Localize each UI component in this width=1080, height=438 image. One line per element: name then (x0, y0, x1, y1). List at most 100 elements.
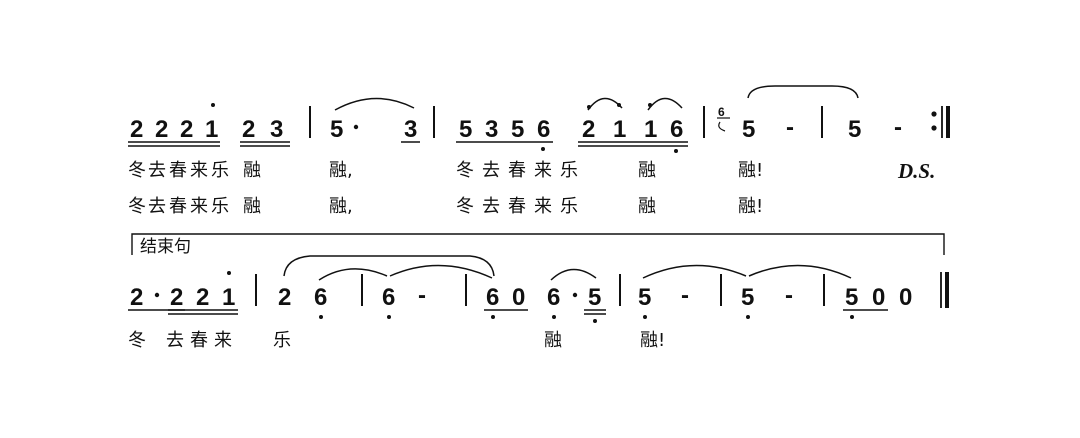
lyric: 春 (169, 160, 187, 181)
tie (334, 97, 415, 111)
lyric: 融, (329, 196, 353, 217)
lyric: 去 (166, 330, 184, 351)
tie (587, 97, 623, 111)
grace-note-slur (718, 121, 726, 132)
note: 2 (155, 116, 168, 143)
lyric: 来 (534, 196, 552, 217)
lyric: 来 (190, 196, 208, 217)
lyric: 融 (544, 330, 562, 351)
note: 6 (547, 284, 560, 311)
note: 5 (588, 284, 601, 311)
lyric: 去 (148, 160, 166, 181)
note: 0 (872, 284, 885, 311)
lyric: 融 (243, 196, 261, 217)
note: 1 (644, 116, 657, 143)
note: 2 (582, 116, 595, 143)
lyric: 去 (482, 160, 500, 181)
lyric: 去 (148, 196, 166, 217)
octave-dots-low (319, 315, 854, 323)
lyric: 春 (508, 196, 526, 217)
note: 1 (222, 284, 235, 311)
note: 3 (404, 116, 417, 143)
dal-segno: D.S. (897, 159, 935, 183)
note: 2 (180, 116, 193, 143)
sustain-dash: - (786, 114, 794, 141)
grace-note: 6 (718, 105, 725, 119)
tie (283, 255, 495, 277)
note: 2 (278, 284, 291, 311)
lyric: 融! (738, 160, 763, 181)
tie (747, 85, 859, 99)
note: 1 (205, 116, 218, 143)
bar-lines (309, 106, 823, 138)
beams (128, 141, 688, 147)
lyric: 融, (329, 160, 353, 181)
augmentation-dot (154, 292, 160, 298)
final-barline (940, 272, 949, 308)
augmentation-dot (572, 292, 578, 298)
note: 2 (130, 284, 143, 311)
lyric: 冬 (128, 160, 146, 181)
lyric: 来 (214, 330, 232, 351)
note: 6 (382, 284, 395, 311)
lyric: 乐 (211, 196, 229, 217)
lyric: 融 (638, 160, 656, 181)
octave-dots-high (227, 271, 231, 275)
lyric: 乐 (273, 330, 291, 351)
octave-dots-low (541, 147, 678, 153)
lyric: 来 (190, 160, 208, 181)
bar-lines (255, 274, 825, 306)
note: 0 (512, 284, 525, 311)
lyric: 冬 (456, 196, 474, 217)
sustain-dash: - (894, 114, 902, 141)
tie (647, 97, 683, 111)
note: 1 (613, 116, 626, 143)
sustain-dash: - (785, 282, 793, 309)
note: 5 (845, 284, 858, 311)
ending-bracket (131, 233, 945, 255)
tie (550, 268, 597, 281)
note: 2 (242, 116, 255, 143)
repeat-sign (931, 106, 950, 138)
lyric: 来 (534, 160, 552, 181)
note: 6 (537, 116, 550, 143)
lyric: 冬 (128, 330, 146, 351)
note: 2 (170, 284, 183, 311)
note: 5 (741, 284, 754, 311)
note: 5 (330, 116, 343, 143)
note: 5 (742, 116, 755, 143)
sustain-dash: - (418, 282, 426, 309)
octave-dots-high (211, 103, 652, 109)
lyric: 冬 (128, 196, 146, 217)
tie (642, 264, 747, 279)
note: 0 (899, 284, 912, 311)
sustain-dash: - (681, 282, 689, 309)
note: 3 (485, 116, 498, 143)
note: 6 (314, 284, 327, 311)
lyric: 乐 (560, 196, 578, 217)
lyric: 乐 (560, 160, 578, 181)
lyric: 融 (243, 160, 261, 181)
note: 2 (196, 284, 209, 311)
note: 2 (130, 116, 143, 143)
note: 3 (270, 116, 283, 143)
note: 5 (511, 116, 524, 143)
tie (389, 264, 493, 279)
lyric: 乐 (211, 160, 229, 181)
lyric: 融! (738, 196, 763, 217)
note: 5 (459, 116, 472, 143)
section-label: 结束句 (140, 237, 191, 257)
tie (748, 264, 852, 279)
lyric: 春 (508, 160, 526, 181)
system-1: 2 2 2 1 2 3 5 3 5 3 5 6 2 1 1 6 5 5 6 - … (128, 85, 950, 217)
tie (318, 268, 388, 281)
system-2: 结束句 2 2 2 1 2 6 6 6 0 6 5 5 5 5 0 0 - - … (128, 233, 949, 351)
lyric: 冬 (456, 160, 474, 181)
lyric: 春 (169, 196, 187, 217)
note: 5 (848, 116, 861, 143)
lyric: 融 (638, 196, 656, 217)
lyric: 融! (640, 330, 665, 351)
lyric: 春 (190, 330, 208, 351)
note: 6 (486, 284, 499, 311)
